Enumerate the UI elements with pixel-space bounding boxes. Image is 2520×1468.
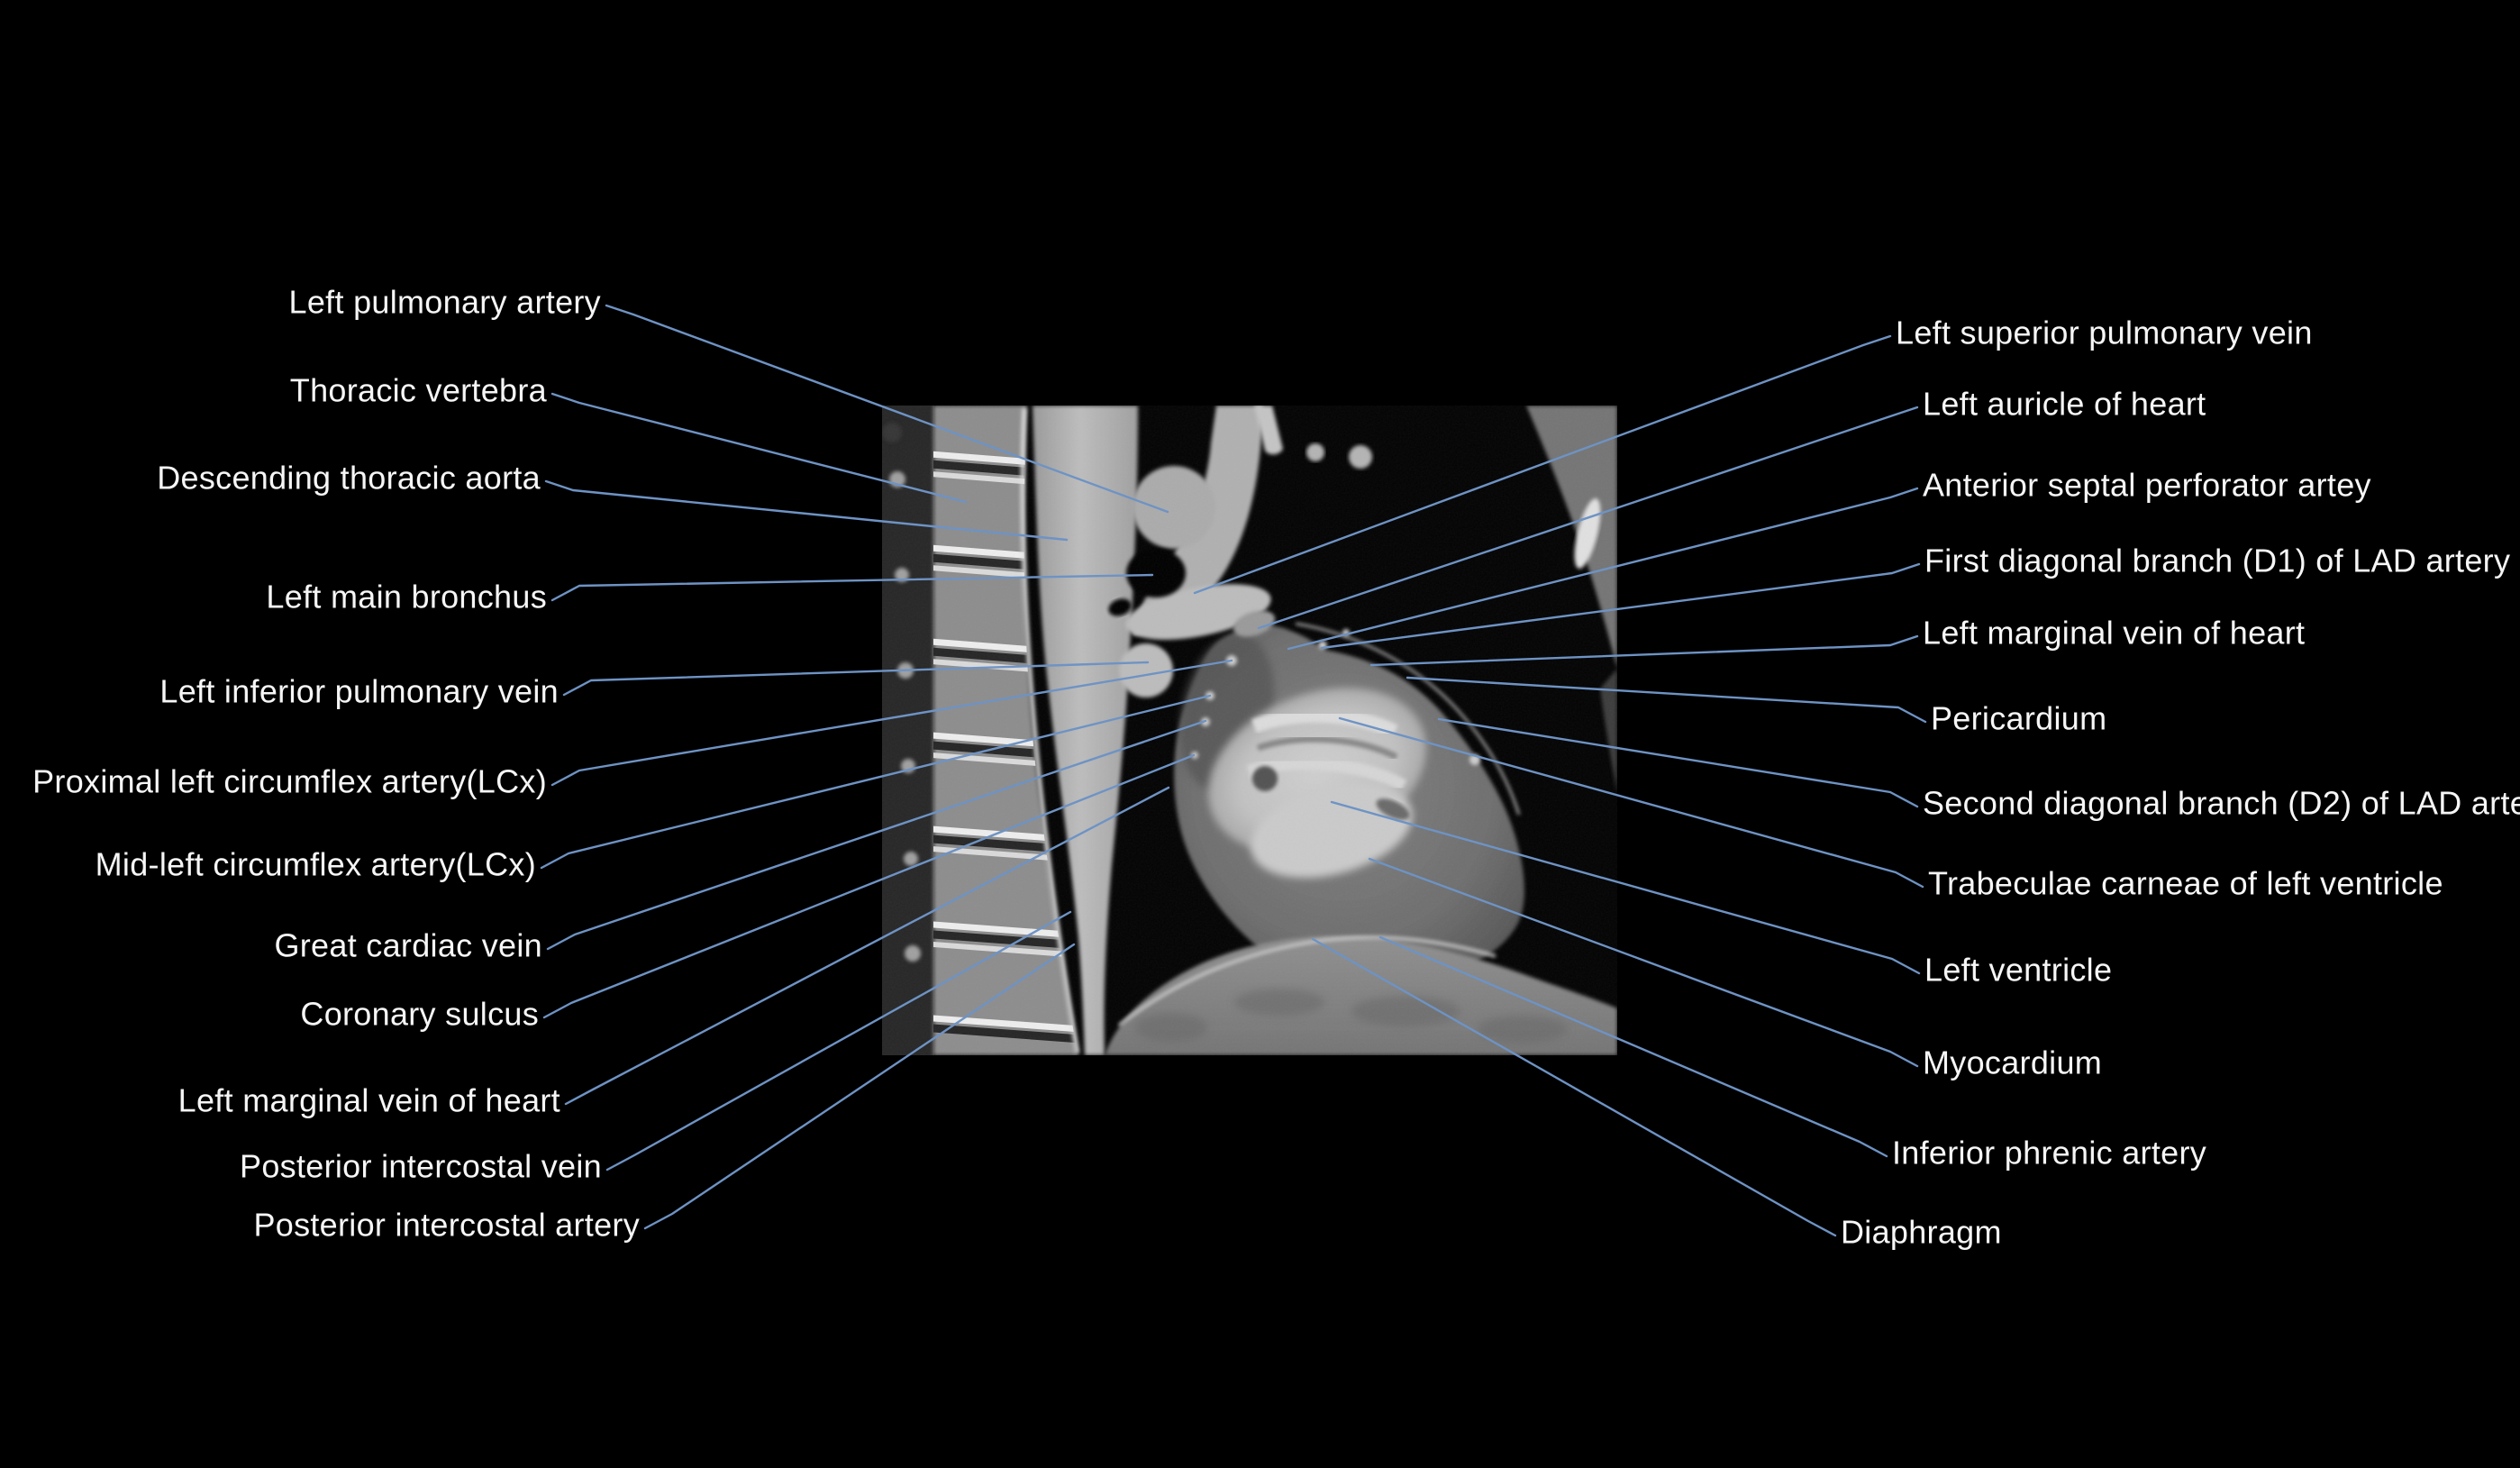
leader-line-left-2 [544,479,1069,542]
leader-line-left-11 [643,943,1076,1230]
leader-line-left-10 [605,910,1072,1172]
anatomy-label-right-7: Trabeculae carneae of left ventricle [1928,864,2443,902]
leader-line-left-8 [542,753,1196,1019]
leader-line-right-9 [1368,857,1919,1068]
leader-line-left-3 [550,573,1154,602]
ct-noise-overlay [882,406,1617,1055]
leader-line-left-4 [562,661,1150,697]
anatomy-label-right-2: Anterior septal perforator artey [1923,466,2371,504]
anatomy-label-left-6: Mid-left circumflex artery(LCx) [95,845,536,883]
anatomy-label-right-1: Left auricle of heart [1923,385,2206,423]
anatomy-label-right-4: Left marginal vein of heart [1923,614,2306,652]
leader-line-right-4 [1369,634,1919,667]
ct-anatomy-art [882,406,1617,1055]
anatomy-label-left-7: Great cardiac vein [274,926,542,964]
leader-line-right-1 [1257,406,1919,630]
leader-line-right-10 [1378,935,1888,1158]
anatomy-label-left-1: Thoracic vertebra [289,371,547,409]
anatomy-label-left-11: Posterior intercostal artery [253,1206,640,1244]
anatomy-label-left-9: Left marginal vein of heart [177,1081,560,1119]
anatomy-label-right-11: Diaphragm [1841,1213,2002,1251]
anatomy-label-right-6: Second diagonal branch (D2) of LAD arter… [1923,784,2520,822]
anatomy-label-left-10: Posterior intercostal vein [240,1147,602,1185]
anatomy-label-left-0: Left pulmonary artery [288,283,601,321]
leader-line-right-5 [1406,676,1927,724]
anatomy-label-left-5: Proximal left circumflex artery(LCx) [32,762,547,800]
anatomy-label-right-5: Pericardium [1931,699,2107,737]
leader-line-right-7 [1338,716,1924,889]
leader-line-left-6 [540,694,1212,870]
leader-line-right-0 [1193,334,1892,595]
leader-line-right-6 [1437,717,1919,808]
anatomy-label-right-8: Left ventricle [1924,951,2113,989]
leader-line-left-1 [550,392,968,504]
leader-line-left-7 [546,719,1207,951]
leader-lines [540,304,1927,1237]
leader-line-right-3 [1320,562,1921,650]
anatomy-label-right-3: First diagonal branch (D1) of LAD artery [1924,542,2511,579]
anatomy-label-right-10: Inferior phrenic artery [1892,1134,2207,1172]
leader-line-left-9 [564,786,1170,1106]
leader-line-left-5 [550,659,1233,787]
leader-line-left-0 [605,304,1169,514]
leader-line-right-11 [1311,937,1837,1237]
leader-line-right-8 [1330,800,1921,975]
anatomy-label-left-2: Descending thoracic aorta [157,459,541,497]
anatomy-label-left-3: Left main bronchus [266,578,547,615]
anatomy-label-left-8: Coronary sulcus [300,995,539,1033]
anatomy-label-right-9: Myocardium [1923,1044,2103,1081]
anatomy-label-left-4: Left inferior pulmonary vein [159,672,559,710]
leader-line-right-2 [1287,487,1919,651]
anatomy-label-right-0: Left superior pulmonary vein [1896,314,2313,351]
